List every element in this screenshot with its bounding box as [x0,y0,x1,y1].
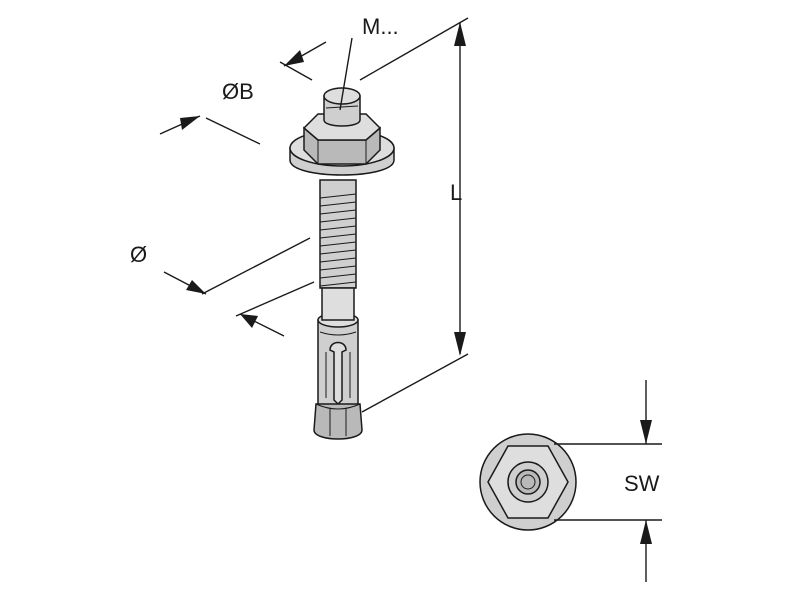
thread-callout: M... [339,14,399,111]
wrench-size-dimension: SW [554,380,662,582]
hex-nut [302,113,382,165]
bolt-diameter-label: Ø [130,242,147,267]
bolt-diameter-dimension: Ø [130,237,315,337]
thread-label: M... [362,14,399,39]
length-label: L [450,180,462,205]
threaded-shank [319,179,357,321]
bolt-end [323,87,361,127]
cone-tip [313,403,363,440]
length-dimension: L [359,17,469,413]
expansion-sleeve [317,312,359,409]
washer-diameter-dimension: ØB [159,41,327,145]
wrench-size-label: SW [624,471,660,496]
anchor-bolt-side-view [289,87,395,440]
hex-nut-top-view [479,433,577,531]
washer-diameter-label: ØB [222,79,254,104]
